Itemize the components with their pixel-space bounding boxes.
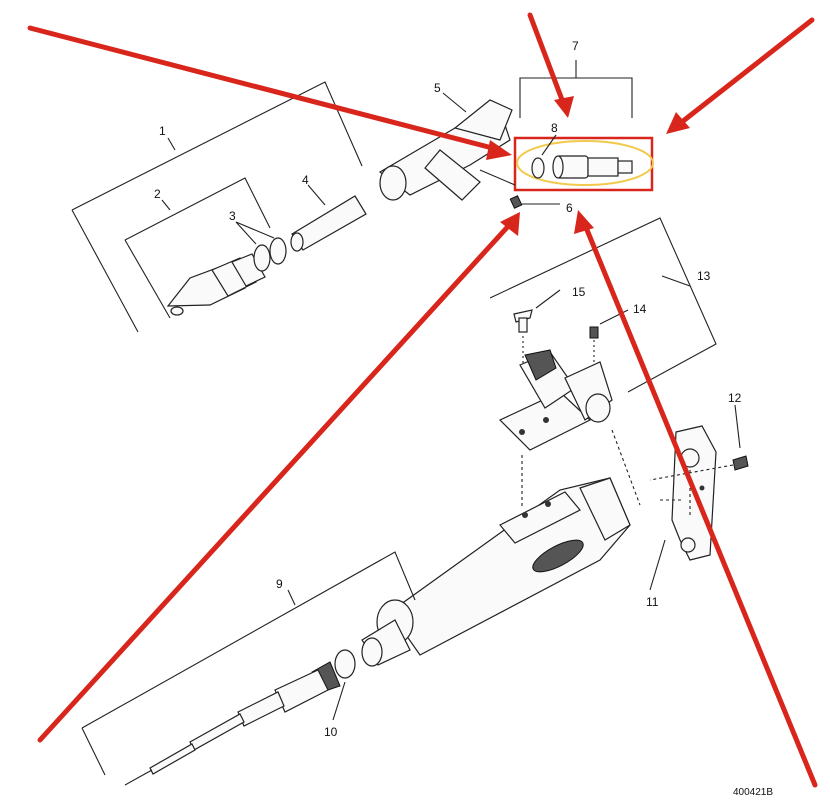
callout-10: 10 — [324, 725, 338, 739]
callout-5: 5 — [434, 81, 441, 95]
callout-3: 3 — [229, 209, 236, 223]
arrow-from-bottom-right — [582, 222, 818, 788]
figure-id: 400421B — [733, 787, 773, 798]
callout-1: 1 — [159, 124, 166, 138]
callout-11: 11 — [646, 595, 659, 609]
callout-13: 13 — [697, 269, 711, 283]
clamp-assembly — [498, 349, 613, 451]
callout-8: 8 — [551, 121, 558, 135]
callout-14: 14 — [633, 302, 647, 316]
arrow-from-bottom-left — [37, 219, 515, 743]
bracket-2 — [124, 177, 271, 319]
callout-7: 7 — [572, 39, 579, 53]
screw-15 — [513, 309, 533, 370]
callout-2: 2 — [154, 187, 161, 201]
main-body — [361, 477, 631, 667]
arrow-from-top — [527, 12, 567, 108]
coupler — [378, 99, 513, 201]
red-annotation-arrows — [27, 12, 818, 788]
callout-12: 12 — [728, 391, 742, 405]
set-screw-6 — [509, 195, 560, 209]
highlight-ellipse — [516, 140, 654, 186]
pin-part — [290, 195, 367, 252]
electrode-shaft — [124, 661, 341, 786]
callout-4: 4 — [302, 173, 309, 187]
fitting-part — [531, 155, 633, 179]
bracket-7 — [519, 60, 633, 118]
callout-6: 6 — [566, 201, 573, 215]
nozzle-tip — [166, 253, 266, 316]
o-rings — [253, 237, 287, 272]
callout-15: 15 — [572, 285, 586, 299]
screw-12 — [649, 455, 749, 481]
bracket-13 — [489, 217, 717, 393]
brand-badge — [532, 539, 584, 573]
callout-9: 9 — [276, 577, 283, 591]
bracket-1 — [71, 81, 363, 333]
arrow-from-top-left — [27, 25, 503, 153]
bracket-9 — [81, 551, 416, 776]
arrow-from-top-right — [675, 17, 815, 128]
ring-10 — [334, 649, 356, 679]
